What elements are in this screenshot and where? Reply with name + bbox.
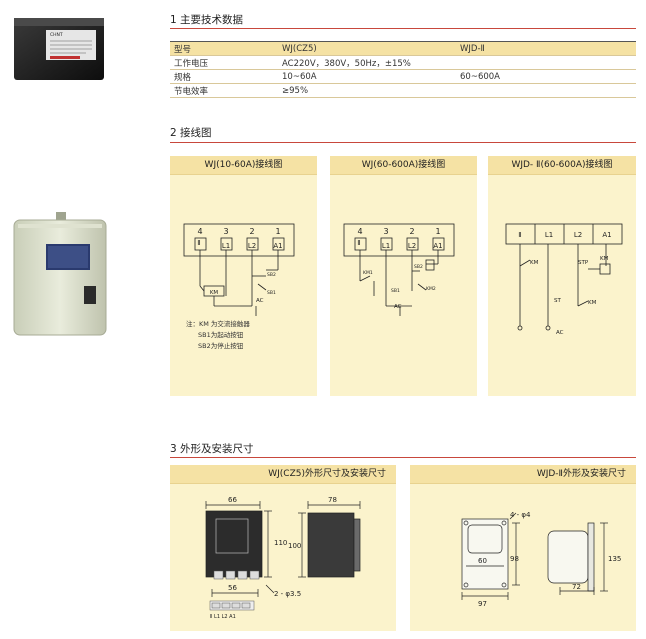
panel-title: WJ(10-60A)接线图 bbox=[170, 156, 317, 175]
table-cell: 10~60A bbox=[278, 69, 456, 84]
wiring-panel-1: WJ(10-60A)接线图 4 3 2 1 bbox=[170, 156, 317, 396]
product-photo-top: CHNT bbox=[10, 14, 108, 84]
sb1-label: SB1 bbox=[267, 290, 276, 296]
table-row: 节电效率 ≥95% bbox=[170, 83, 636, 98]
dim-100: 100 bbox=[288, 542, 301, 550]
stp-label: STP bbox=[578, 260, 589, 266]
dim-110: 110 bbox=[274, 539, 287, 547]
sb2-label: SB2 bbox=[414, 264, 423, 270]
terminal-label: A1 bbox=[273, 242, 282, 250]
product-photo-bottom bbox=[8, 210, 112, 340]
note-line: 注：KM 为交流接触器 bbox=[186, 320, 250, 328]
table-cell: 型号 bbox=[170, 41, 278, 56]
table-cell: 工作电压 bbox=[170, 55, 278, 70]
panel-title: WJD- Ⅱ(60-600A)接线图 bbox=[488, 156, 636, 175]
dim-135: 135 bbox=[608, 555, 621, 563]
table-row: 规格 10~60A 60~600A bbox=[170, 69, 636, 84]
panel-title: WJD-Ⅱ外形及安装尺寸 bbox=[410, 465, 636, 484]
km-label: KM bbox=[530, 260, 539, 266]
section-title-tech-data: 1 主要技术数据 bbox=[170, 14, 244, 26]
terminal-number: 4 bbox=[357, 227, 362, 236]
terminal-number: 2 bbox=[409, 227, 414, 236]
terminal-number: 1 bbox=[275, 227, 280, 236]
table-cell: WJ(CZ5) bbox=[278, 41, 456, 56]
panel-title: WJ(60-600A)接线图 bbox=[330, 156, 477, 175]
dimension-panel-2: WJD-Ⅱ外形及安装尺寸 4 - φ4 60 98 97 72 13 bbox=[410, 465, 636, 631]
km1-label: KM1 bbox=[363, 270, 373, 276]
terminal-label: Ⅱ bbox=[518, 231, 521, 239]
panel-title: WJ(CZ5)外形尺寸及安装尺寸 bbox=[170, 465, 396, 484]
note-line: SB2为停止按钮 bbox=[198, 342, 244, 350]
table-cell bbox=[456, 83, 636, 98]
dim-78: 78 bbox=[328, 496, 337, 504]
sb1-label: SB1 bbox=[391, 288, 400, 294]
terminal-label: Ⅱ bbox=[357, 239, 360, 247]
km2-label: KM2 bbox=[426, 286, 436, 292]
terminal-label: A1 bbox=[602, 231, 611, 239]
hole-spec: 2 - φ3.5 bbox=[274, 590, 301, 598]
terminal-number: 4 bbox=[197, 227, 202, 236]
dim-97: 97 bbox=[478, 600, 487, 608]
dim-56: 56 bbox=[228, 584, 237, 592]
terminal-label: L1 bbox=[222, 242, 230, 250]
table-cell: ≥95% bbox=[278, 83, 456, 98]
table-row: 工作电压 AC220V，380V，50Hz，±15% bbox=[170, 55, 636, 70]
spec-table: 型号 WJ(CZ5) WJD-Ⅱ 工作电压 AC220V，380V，50Hz，±… bbox=[170, 41, 636, 98]
km-label: KM bbox=[588, 300, 597, 306]
dim-66: 66 bbox=[228, 496, 237, 504]
section-divider bbox=[170, 28, 636, 29]
terminal-number: 2 bbox=[249, 227, 254, 236]
table-cell: WJD-Ⅱ bbox=[456, 41, 636, 56]
ac-label: AC bbox=[556, 330, 564, 336]
section-title-wiring: 2 接线图 bbox=[170, 127, 212, 139]
sb2-label: SB2 bbox=[267, 272, 276, 278]
ac-label: AC bbox=[256, 298, 264, 304]
table-cell bbox=[456, 55, 636, 70]
dimension-panel-1: WJ(CZ5)外形尺寸及安装尺寸 bbox=[170, 465, 396, 631]
terminal-number: 3 bbox=[223, 227, 228, 236]
wiring-panel-3: WJD- Ⅱ(60-600A)接线图 Ⅱ L1 L2 A1 KM STP KM bbox=[488, 156, 636, 396]
terminal-label: Ⅱ bbox=[197, 239, 200, 247]
wiring-panel-2: WJ(60-600A)接线图 4 3 2 1 bbox=[330, 156, 477, 396]
terminal-label: L2 bbox=[408, 242, 416, 250]
note-line: SB1为起动按钮 bbox=[198, 331, 244, 339]
table-row: 型号 WJ(CZ5) WJD-Ⅱ bbox=[170, 41, 636, 56]
table-cell: AC220V，380V，50Hz，±15% bbox=[278, 55, 456, 70]
section-title-dimensions: 3 外形及安装尺寸 bbox=[170, 443, 254, 455]
brand-label: CHNT bbox=[50, 32, 63, 38]
terminal-number: 1 bbox=[435, 227, 440, 236]
terminal-label: L1 bbox=[545, 231, 553, 239]
terminal-label: L2 bbox=[248, 242, 256, 250]
terminal-label: A1 bbox=[433, 242, 442, 250]
terminal-number: 3 bbox=[383, 227, 388, 236]
table-cell: 节电效率 bbox=[170, 83, 278, 98]
terminal-label: L2 bbox=[574, 231, 582, 239]
table-cell: 规格 bbox=[170, 69, 278, 84]
bottom-terminal-labels: Ⅱ L1 L2 A1 bbox=[210, 614, 236, 620]
wiring-notes: 注：KM 为交流接触器 SB1为起动按钮 SB2为停止按钮 bbox=[186, 319, 250, 352]
st-label: ST bbox=[554, 298, 561, 304]
km-label: KM bbox=[210, 290, 219, 296]
terminal-label: L1 bbox=[382, 242, 390, 250]
km-label: KM bbox=[600, 256, 609, 262]
dim-98: 98 bbox=[510, 555, 519, 563]
table-cell: 60~600A bbox=[456, 69, 636, 84]
section-divider bbox=[170, 142, 636, 143]
dim-72: 72 bbox=[572, 583, 581, 591]
dim-60: 60 bbox=[478, 557, 487, 565]
section-divider bbox=[170, 457, 636, 458]
ac-label: AC bbox=[394, 304, 402, 310]
hole-spec: 4 - φ4 bbox=[510, 511, 531, 519]
